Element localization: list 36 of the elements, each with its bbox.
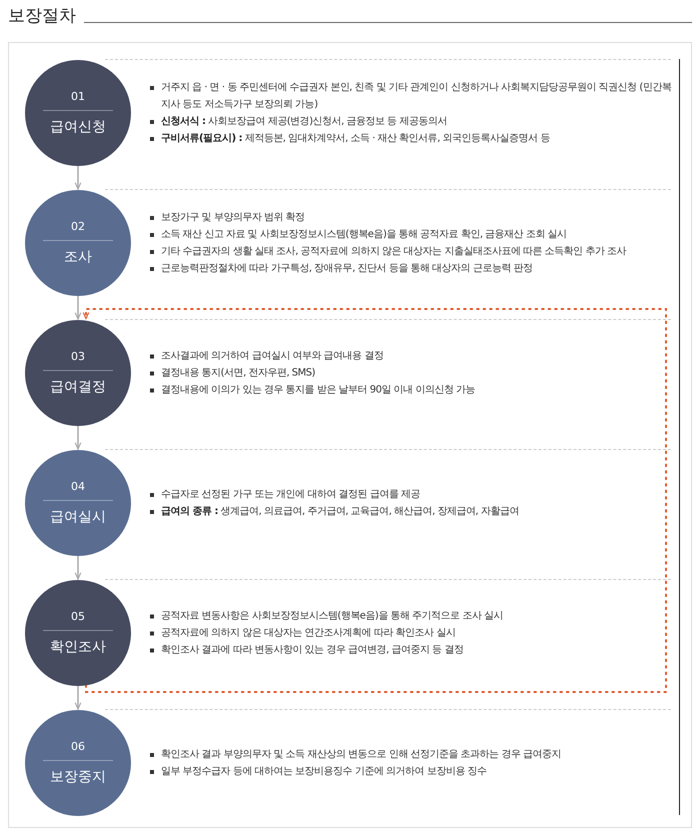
bullet-item: 결정내용 통지(서면, 전자우편, SMS) <box>149 364 675 382</box>
bullet-item: 수급자로 선정된 가구 또는 개인에 대하여 결정된 급여를 제공 <box>149 486 675 503</box>
step-label: 조사 <box>64 248 92 266</box>
step-number: 01 <box>43 90 113 111</box>
arrow <box>74 295 82 320</box>
bullet-item: 근로능력판정절차에 따라 가구특성, 장애유무, 진단서 등을 통해 대상자의 근로능력 판정 <box>149 260 675 277</box>
bullet-item: 확인조사 결과에 따라 변동사항이 있는 경우 급여변경, 급여중지 등 결정 <box>149 642 675 658</box>
arrow <box>74 425 82 450</box>
bullet-item: 일부 부정수급자 등에 대하여는 보장비용징수 기준에 의거하여 보장비용 징수 <box>149 763 675 780</box>
bullet-item: 구비서류(필요시) : 제적등본, 임대차계약서, 소득 · 재산 확인서류, 외국인등록사실증명서 등 <box>149 130 675 147</box>
step-number: 03 <box>43 350 113 371</box>
bullet-item: 기타 수급권자의 생활 실태 조사, 공적자료에 의하지 않은 대상자는 지출실태조사표에 따른 소득확인 추가 조사 <box>149 243 675 260</box>
bullet-item: 조사결과에 의거하여 급여실시 여부와 급여내용 결정 <box>149 348 675 364</box>
step-number: 06 <box>43 740 113 761</box>
dotted-return-arrow <box>82 308 667 693</box>
bullet-item: 신청서식 : 사회보장급여 제공(변경)신청서, 금융정보 등 제공동의서 <box>149 113 675 130</box>
bullet-item: 결정내용에 이의가 있는 경우 통지를 받은 날부터 90일 이내 이의신청 가능 <box>149 382 675 398</box>
bullet-item: 공적자료에 의하지 않은 대상자는 연간조사계획에 따라 확인조사 실시 <box>149 624 675 642</box>
bullet-item: 급여의 종류 : 생계급여, 의료급여, 주거급여, 교육급여, 해산급여, 장제급여, 자활급여 <box>149 503 675 520</box>
arrow <box>74 555 82 580</box>
step-label: 확인조사 <box>50 638 106 656</box>
bullet-item: 확인조사 결과 부양의무자 및 소득 재산상의 변동으로 인해 선정기준을 초과하는 경우 급여중지 <box>149 746 675 763</box>
step-number: 05 <box>43 610 113 631</box>
page-title: 보장절차 <box>8 5 76 27</box>
step-number: 02 <box>43 220 113 241</box>
bullet-item: 소득 재산 신고 자료 및 사회보장정보시스템(행복e음)을 통해 공적자료 확인, 금융재산 조회 실시 <box>149 226 675 243</box>
bullet-item: 보장가구 및 부양의무자 범위 확정 <box>149 209 675 226</box>
bullet-item: 거주지 읍 · 면 · 동 주민센터에 수급권자 본인, 친족 및 기타 관계인이 신청하거나 사회복지담당공무원이 직권신청 (민간복지사 등도 저소득가구 보장의뢰 가능) <box>149 79 675 113</box>
step-label: 급여결정 <box>50 378 106 396</box>
step-label: 보장중지 <box>50 768 106 786</box>
bullet-item: 공적자료 변동사항은 사회보장정보시스템(행복e음)을 통해 주기적으로 조사 실시 <box>149 608 675 624</box>
step-label: 급여신청 <box>50 118 106 136</box>
step-number: 04 <box>43 480 113 501</box>
arrow <box>74 685 82 710</box>
arrow <box>74 165 82 190</box>
step-label: 급여실시 <box>50 508 106 526</box>
